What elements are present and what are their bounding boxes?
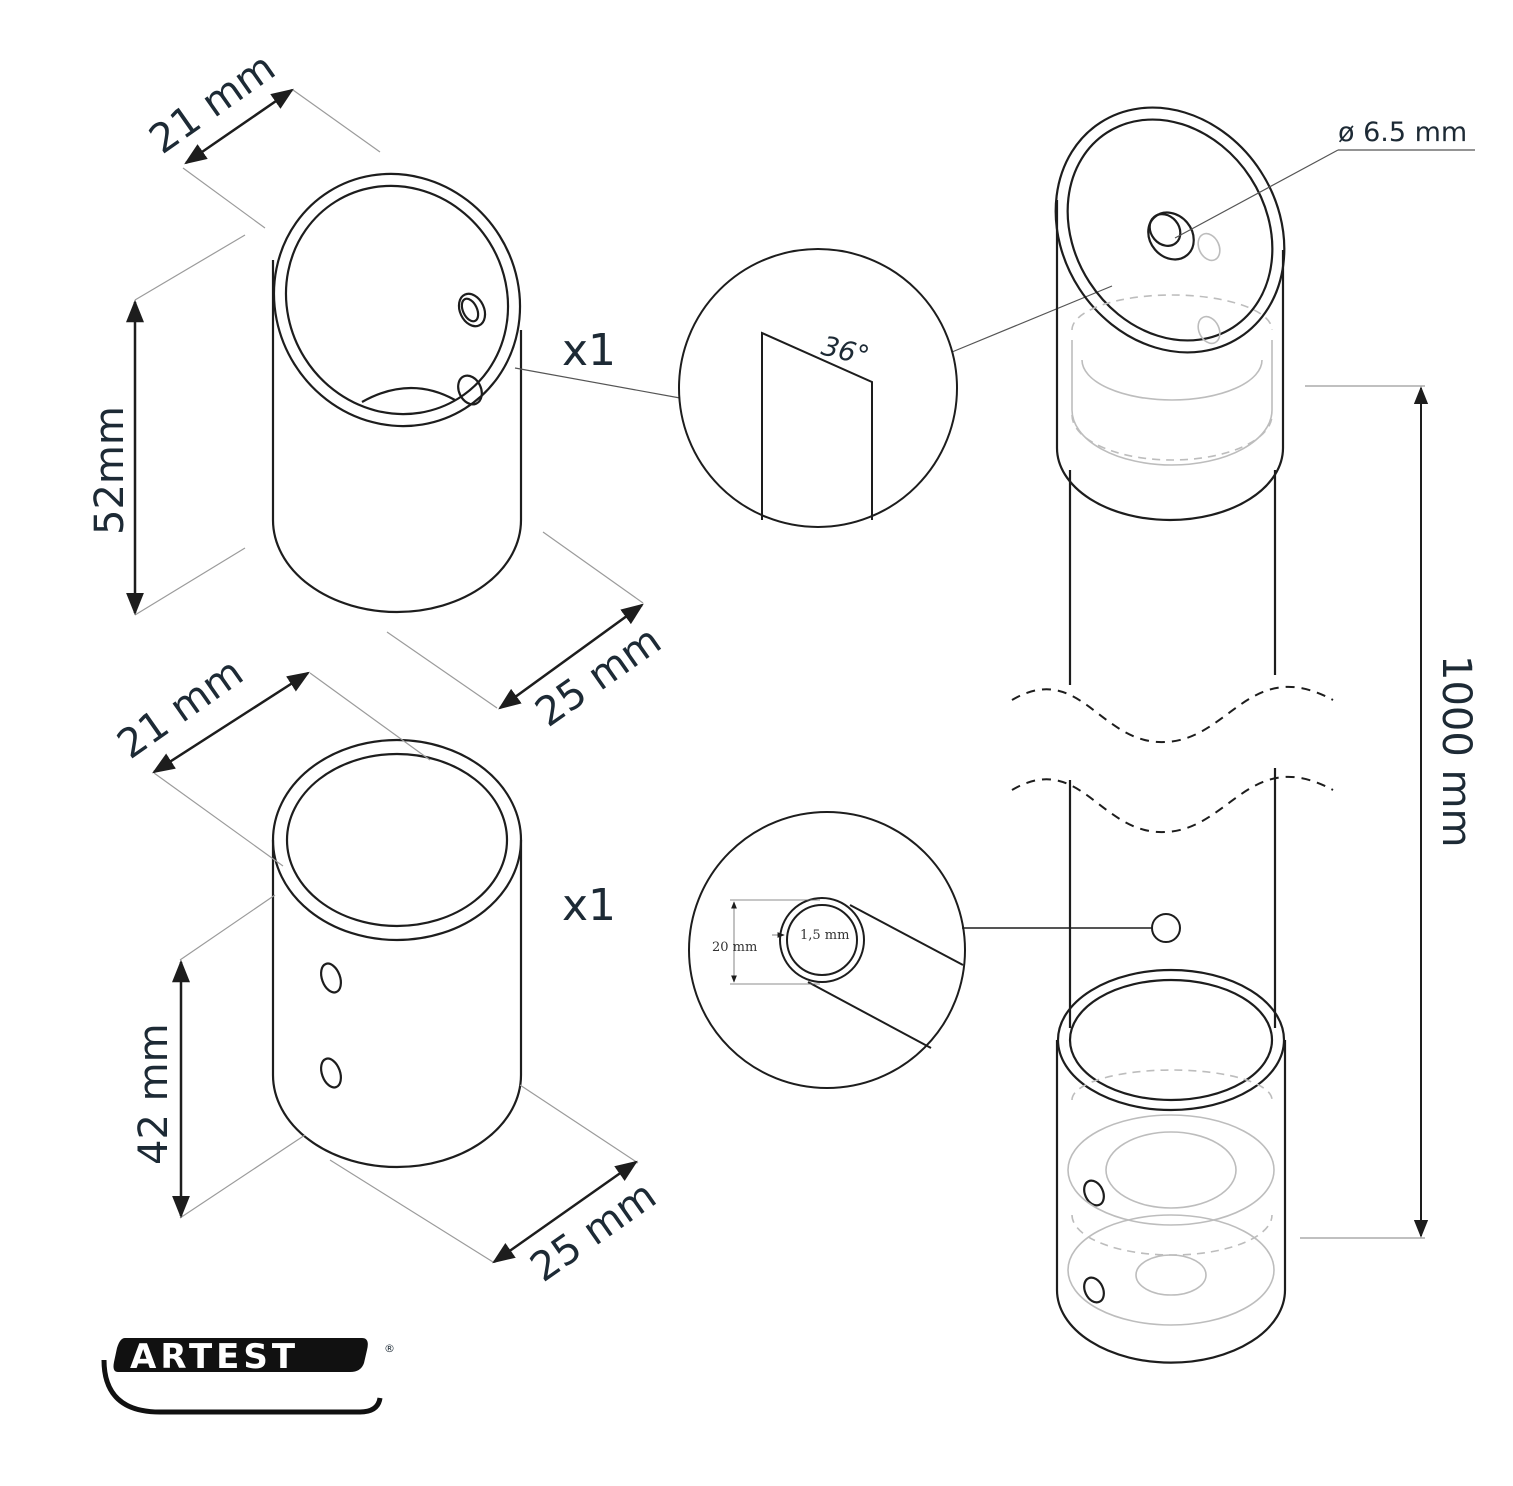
top-cap-body (271, 260, 523, 614)
rod-bottom-cap-body (1055, 1040, 1287, 1364)
tube-section-callout (688, 811, 1181, 1089)
registered-mark: ® (384, 1342, 395, 1355)
top-cap-quantity: x1 (562, 325, 616, 376)
rod-bottom-cap-rim-inner (1068, 978, 1274, 1102)
rod-assembly (1054, 106, 1287, 1364)
cut-angle-label: 36° (818, 331, 872, 373)
top-cap-screw-hole (457, 292, 487, 328)
angle-detail-callout (514, 248, 1113, 528)
bottom-cap-quantity: x1 (562, 880, 616, 931)
rod-top-cap-body (1055, 200, 1285, 522)
rod-top-hole (1147, 211, 1195, 261)
top-cap-height-label: 52mm (87, 406, 133, 535)
rod-top-cap-rim-outer (1054, 106, 1286, 354)
top-cap-dimensions (134, 89, 644, 709)
rod-bottom-screw-hole (1083, 1276, 1105, 1304)
bottom-cap-screw-hole (320, 1057, 342, 1089)
rod-hidden-parts (1067, 232, 1275, 1326)
rod-length-label: 1000 mm (1433, 655, 1479, 847)
logo-text: ARTEST (130, 1337, 299, 1377)
tube-section-circle (688, 811, 966, 1089)
rod-length-dimension (1300, 385, 1429, 1239)
rod-top-cap-rim-inner (1066, 118, 1274, 342)
rod-hole-marker (1151, 913, 1181, 943)
artest-logo: ARTEST ® (101, 1322, 395, 1415)
tube-inner-wall (786, 904, 858, 976)
top-cap (271, 172, 523, 614)
bottom-cap (271, 738, 523, 1169)
bottom-cap-rim-inner (285, 752, 509, 928)
top-cap-rim-outer (272, 172, 522, 428)
bottom-cap-screw-hole (320, 962, 342, 994)
top-cap-inner-floor (361, 386, 456, 403)
wall-thickness-label: 1,5 mm (800, 928, 849, 943)
top-cap-screw-hole (457, 374, 483, 406)
angle-profile (761, 331, 873, 520)
bottom-cap-dimensions (153, 672, 639, 1263)
rod-break-lines (1011, 685, 1334, 834)
hole-diameter-label: ø 6.5 mm (1338, 117, 1467, 148)
tube-diameter-label: 20 mm (712, 940, 757, 955)
top-cap-rim-inner (284, 184, 510, 416)
bottom-cap-height-label: 42 mm (131, 1023, 177, 1165)
hole-diameter-leader (1174, 149, 1475, 239)
angle-detail-circle (678, 248, 958, 528)
rod-bottom-cap-rim-outer (1056, 968, 1286, 1112)
tube-outer-wall (779, 897, 865, 983)
bottom-cap-rim-outer (271, 738, 523, 942)
bottom-cap-width-bottom-label: 25 mm (522, 1172, 664, 1291)
rod-bottom-screw-hole (1083, 1179, 1105, 1207)
bottom-cap-width-top-label: 21 mm (109, 649, 251, 768)
bottom-cap-body (271, 840, 523, 1169)
